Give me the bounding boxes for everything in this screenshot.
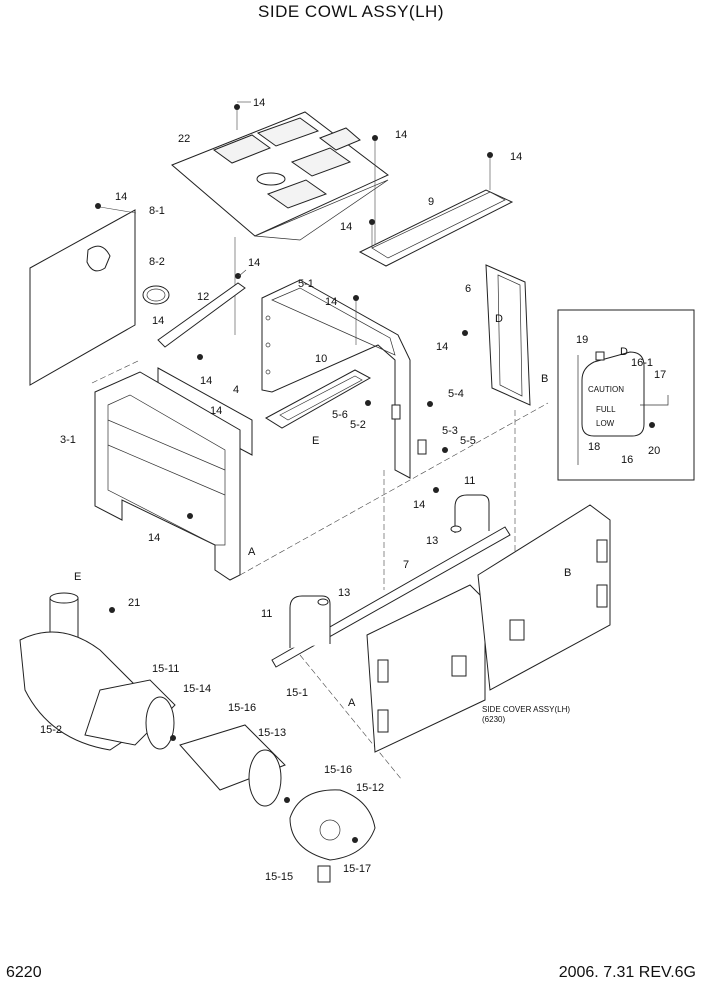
page-title: SIDE COWL ASSY(LH) <box>258 2 444 21</box>
callout: 15-16 <box>324 764 352 776</box>
callout: 8-1 <box>149 205 165 217</box>
callout: D <box>620 346 628 358</box>
callout: 6 <box>465 283 471 295</box>
frame-5-1 <box>261 279 411 479</box>
callout: E <box>74 571 81 583</box>
callout: B <box>541 373 548 385</box>
callout: 5-3 <box>442 425 458 437</box>
callout: 5-6 <box>332 409 348 421</box>
callout: 14 <box>510 151 522 163</box>
callout: 16-1 <box>631 357 653 369</box>
callout: 21 <box>128 597 140 609</box>
rail-10 <box>265 369 372 429</box>
callout: 5-4 <box>448 388 464 400</box>
intake-pipe <box>49 597 79 639</box>
callout: 14 <box>325 296 337 308</box>
reservoir-detail-box: CAUTION FULL LOW <box>557 309 695 481</box>
callout: 19 <box>576 334 588 346</box>
callout: 14 <box>200 375 212 387</box>
callout: 15-2 <box>40 724 62 736</box>
callout: 15-12 <box>356 782 384 794</box>
latch <box>451 655 467 677</box>
callout: 13 <box>338 587 350 599</box>
callout: D <box>495 313 503 325</box>
callout: 14 <box>148 532 160 544</box>
cap-15-12 <box>289 789 376 861</box>
revision-date: 2006. 7.31 REV.6G <box>558 964 696 981</box>
callout: 20 <box>648 445 660 457</box>
callout: 17 <box>654 369 666 381</box>
base-frame-3-1 <box>94 371 241 581</box>
element-15-14 <box>84 679 176 750</box>
latch <box>509 619 525 641</box>
vent-grille <box>212 117 361 209</box>
callout: 14 <box>436 341 448 353</box>
callout: 15-17 <box>343 863 371 875</box>
guide-lines <box>91 359 549 781</box>
bracket-6 <box>485 264 531 406</box>
callout: 14 <box>253 97 265 109</box>
callout: 11 <box>261 608 272 620</box>
bar-12 <box>157 269 247 348</box>
callout: 22 <box>178 133 190 145</box>
callout-labels: 14 14 14 22 14 9 8-1 14 8-2 14 6 5-1 12 … <box>40 97 666 883</box>
callout: 7 <box>403 559 409 571</box>
callout: 16 <box>621 454 633 466</box>
rail-9 <box>358 135 514 267</box>
callout: 15-11 <box>152 663 179 675</box>
side-cover-note: SIDE COVER ASSY(LH) <box>482 705 570 714</box>
left-panel-8-1 <box>29 203 137 386</box>
callout: 5-2 <box>350 419 366 431</box>
callout: 13 <box>426 535 438 547</box>
side-cover-ref: (6230) <box>482 715 505 724</box>
svg-text:CAUTION: CAUTION <box>588 385 624 394</box>
element-15-13 <box>179 724 286 807</box>
callout: 11 <box>464 475 475 487</box>
callout: 18 <box>588 441 600 453</box>
callout: 14 <box>210 405 222 417</box>
callout: 5-1 <box>298 278 314 290</box>
callout: B <box>564 567 571 579</box>
top-cover-plate <box>171 101 389 335</box>
callout: 4 <box>233 384 239 396</box>
callout: E <box>312 435 319 447</box>
callout: 15-13 <box>258 727 286 739</box>
callout: 9 <box>428 196 434 208</box>
side-cover-front <box>366 584 486 753</box>
callout: 15-14 <box>183 683 211 695</box>
callout: 15-15 <box>265 871 293 883</box>
callout: 15-16 <box>228 702 256 714</box>
mount-bar-7 <box>271 494 511 668</box>
callout: 3-1 <box>60 434 76 446</box>
page-number: 6220 <box>6 964 42 981</box>
valve-15-15 <box>317 865 331 883</box>
callout: 12 <box>197 291 209 303</box>
callout: 14 <box>115 191 127 203</box>
callout: 14 <box>152 315 164 327</box>
callout: 8-2 <box>149 256 165 268</box>
callout: 10 <box>315 353 327 365</box>
callout: A <box>348 697 356 709</box>
side-cover-rear <box>477 504 611 691</box>
callout: A <box>248 546 256 558</box>
callout: 14 <box>395 129 407 141</box>
svg-text:FULL: FULL <box>596 405 616 414</box>
air-cleaner-assy <box>19 592 376 883</box>
callout: 5-5 <box>460 435 476 447</box>
callout: 15-1 <box>286 687 308 699</box>
callout: 14 <box>413 499 425 511</box>
callout: 14 <box>340 221 352 233</box>
svg-text:LOW: LOW <box>596 419 615 428</box>
callout: 14 <box>248 257 260 269</box>
